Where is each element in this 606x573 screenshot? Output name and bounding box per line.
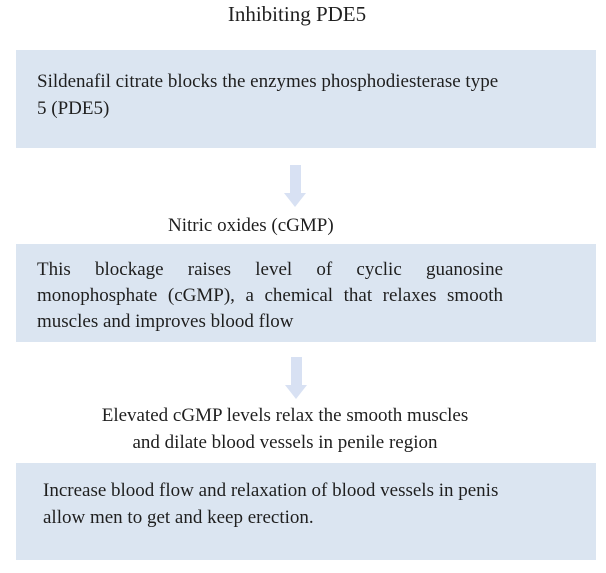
down-arrow-icon (285, 357, 307, 399)
step3-caption: Elevated cGMP levels relax the smooth mu… (0, 402, 570, 456)
step1-box-text-line-2: 5 (PDE5) (37, 98, 110, 119)
step2-box-text-line-2: monophosphate (cGMP), a chemical that re… (37, 285, 503, 306)
step1-box: Sildenafil citrate blocks the enzymes ph… (16, 50, 596, 148)
step3-caption-line-2: and dilate blood vessels in penile regio… (132, 432, 438, 453)
step4-box-text-line-2: allow men to get and keep erection. (43, 507, 314, 528)
down-arrow-icon (284, 165, 306, 207)
down-arrow-shaft (289, 165, 301, 193)
step4-box: Increase blood flow and relaxation of bl… (16, 463, 596, 560)
step2-heading: Nitric oxides (cGMP) (168, 215, 334, 236)
down-arrow-head (284, 193, 306, 207)
step4-box-text-line-1: Increase blood flow and relaxation of bl… (43, 480, 499, 501)
step1-box-text-line-1: Sildenafil citrate blocks the enzymes ph… (37, 71, 499, 92)
step2-box: This blockage raises level of cyclic gua… (16, 244, 596, 342)
step2-box-text-line-3: muscles and improves blood flow (37, 311, 294, 332)
step3-caption-line-1: Elevated cGMP levels relax the smooth mu… (101, 405, 469, 426)
down-arrow-shaft (290, 357, 302, 385)
down-arrow-head (285, 385, 307, 399)
diagram-title: Inhibiting PDE5 (227, 2, 367, 26)
step2-box-text-line-1: This blockage raises level of cyclic gua… (37, 259, 503, 280)
